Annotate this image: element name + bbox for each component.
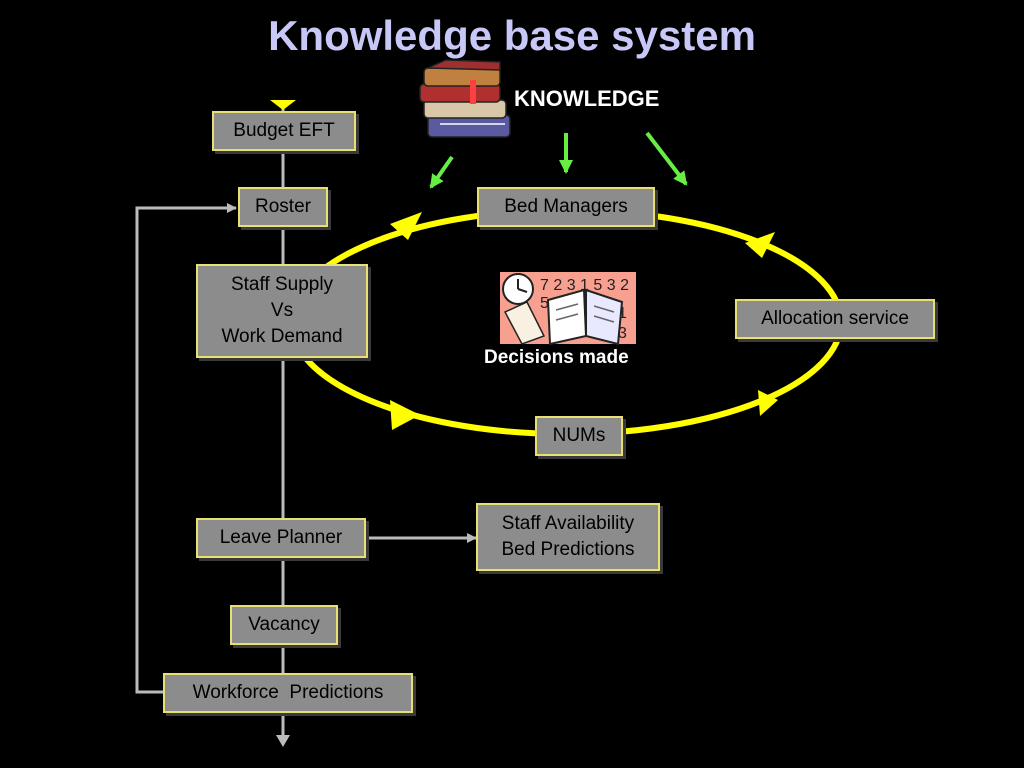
bed-managers-box: Bed Managers (477, 187, 655, 227)
vacancy-box: Vacancy (230, 605, 338, 645)
page-title: Knowledge base system (268, 12, 756, 59)
svg-text:3: 3 (618, 325, 627, 342)
top-entry-arrow (270, 100, 296, 110)
decisions-made-label: Decisions made (484, 347, 629, 368)
bottom-exit-arrow (276, 735, 290, 747)
cycle-arrow-bottom-left (390, 400, 420, 430)
feedback-loop-arrow (135, 203, 237, 694)
allocation-service-box: Allocation service (735, 299, 935, 339)
knowledge-label: KNOWLEDGE (514, 86, 660, 111)
books-stack-icon (419, 59, 511, 138)
knowledge-arrow-right (645, 131, 688, 186)
budget-eft-box: Budget EFT (212, 111, 356, 151)
cycle-arrow-top-left (390, 212, 422, 240)
cycle-arrow-top-right (745, 232, 775, 258)
svg-text:5: 5 (540, 295, 549, 312)
svg-text:7 2 3 1 5 3 2: 7 2 3 1 5 3 2 (540, 277, 629, 294)
clock-open-book-icon: 7 2 3 1 5 3 2 5 1 3 (500, 272, 636, 346)
staff-availability-box: Staff Availability Bed Predictions (476, 503, 660, 571)
svg-text:1: 1 (618, 305, 627, 322)
roster-box: Roster (238, 187, 328, 227)
staff-supply-box: Staff Supply Vs Work Demand (196, 264, 368, 358)
leave-planner-box: Leave Planner (196, 518, 366, 558)
cycle-arrow-bottom-right (758, 390, 778, 416)
knowledge-arrow-left (429, 155, 454, 189)
nums-box: NUMs (535, 416, 623, 456)
workforce-predictions-box: Workforce Predictions (163, 673, 413, 713)
